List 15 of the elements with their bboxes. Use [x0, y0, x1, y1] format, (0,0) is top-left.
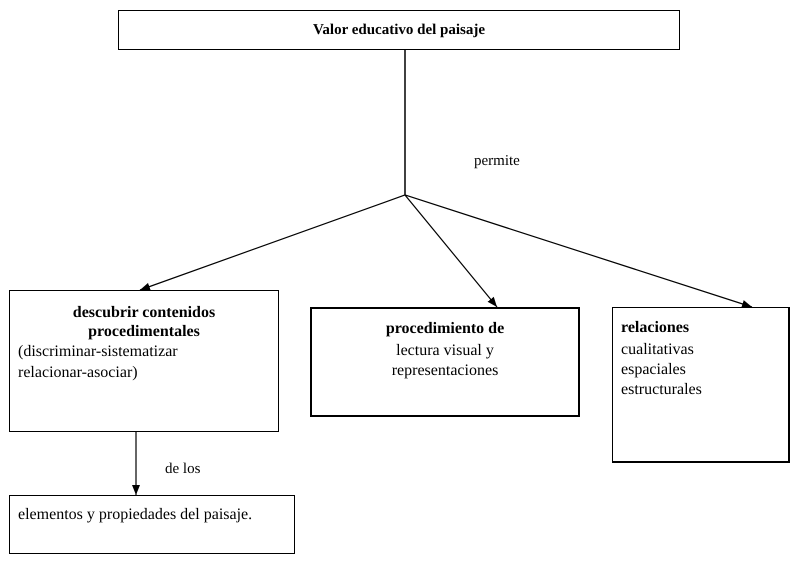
node-text: relaciones [621, 318, 690, 338]
node-text: Valor educativo del paisaje [312, 20, 486, 40]
node-text: descubrir contenidos procedimentales [72, 303, 216, 341]
arrow [132, 432, 140, 495]
concept-box [9, 290, 279, 432]
concept-box [9, 495, 295, 554]
node-text: (discriminar-sistematizar relacionar-asociar) [18, 342, 179, 383]
arrow [404, 50, 752, 308]
node-text: lectura visual y representaciones [390, 341, 500, 381]
node-text: procedimiento de [384, 319, 506, 339]
concept-box [118, 10, 680, 50]
node-text: elementos y propiedades del paisaje. [18, 505, 254, 525]
node-text: cualitativas espaciales estructurales [621, 340, 703, 400]
concept-box [612, 307, 790, 463]
concept-box [310, 307, 580, 417]
